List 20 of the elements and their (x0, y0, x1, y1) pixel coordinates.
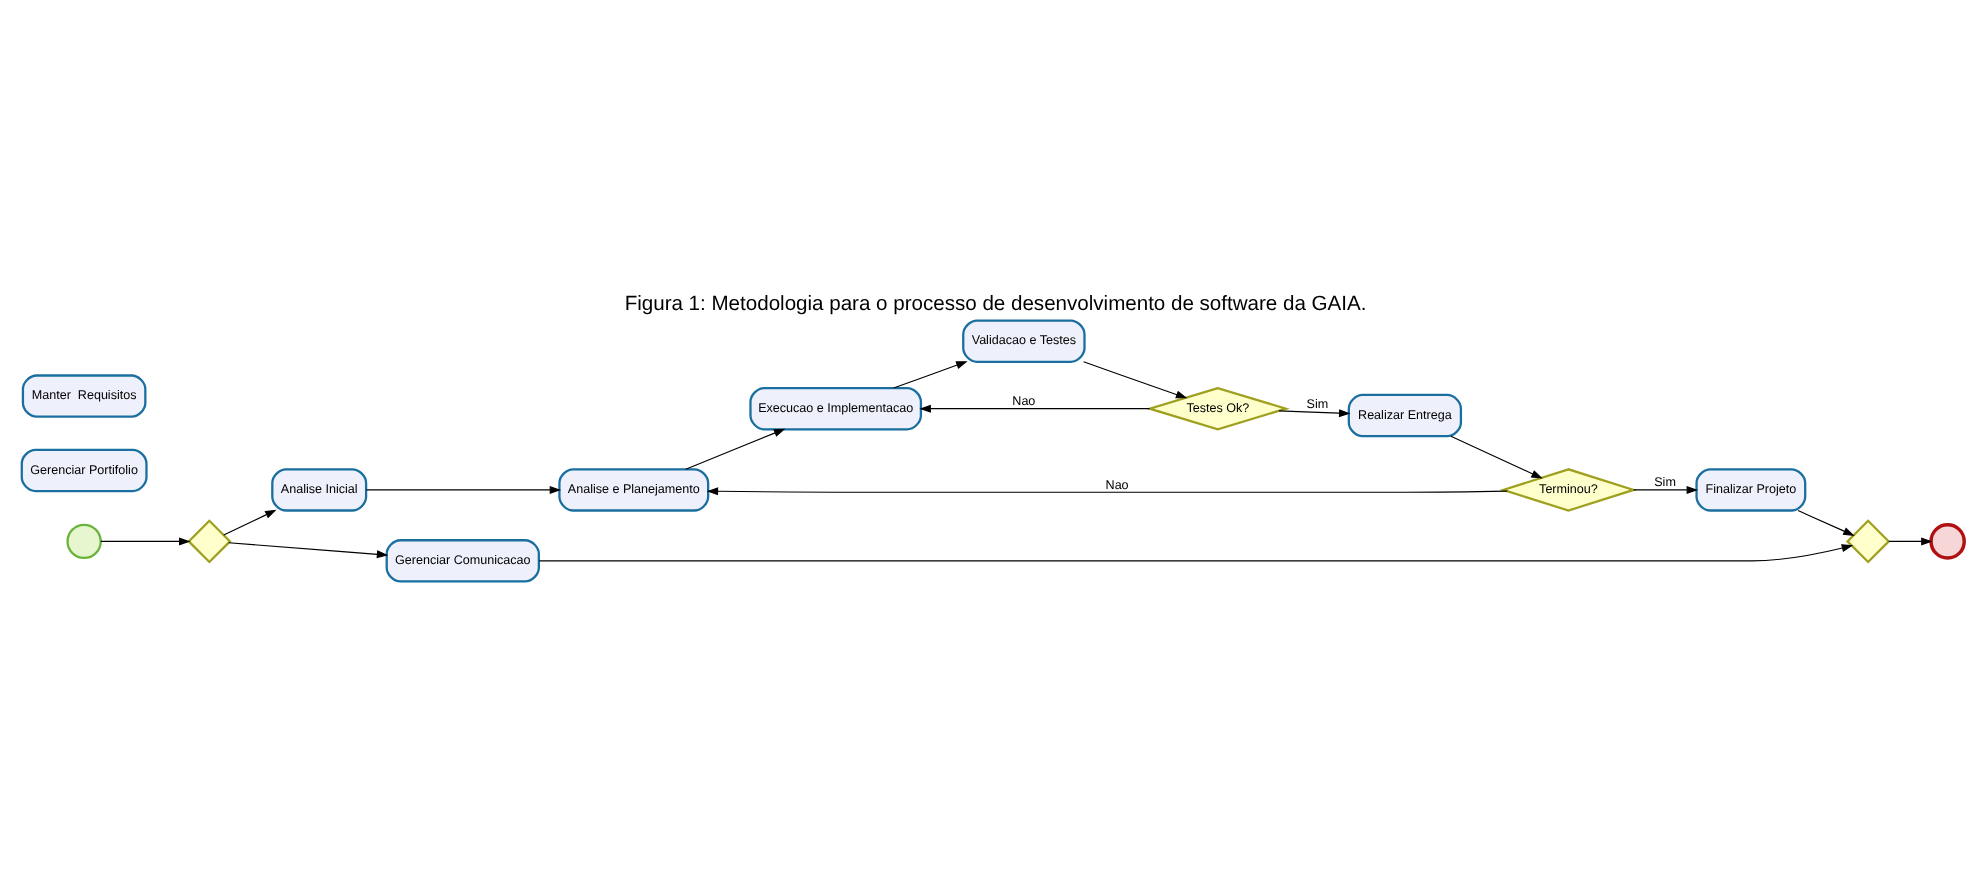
arrow (223, 509, 277, 536)
arrow (893, 361, 968, 389)
arrow (538, 544, 1854, 562)
arrow (1278, 409, 1351, 418)
node-diamond (1845, 519, 1891, 564)
arrow (1083, 361, 1188, 399)
node-circle (1929, 523, 1966, 560)
arrow (228, 542, 389, 559)
diagram-title: Figura 1: Metodologia para o processo de desenvolvimento de software da GAIA. (624, 293, 1367, 316)
arrow (365, 485, 562, 494)
node-circle (66, 523, 102, 560)
arrow (100, 537, 191, 546)
arrow (1450, 435, 1543, 479)
arrow (1633, 485, 1699, 494)
arrow (1888, 537, 1933, 546)
arrow (706, 487, 1508, 496)
arrow (685, 428, 786, 470)
node-diamond (187, 519, 232, 564)
arrow (1797, 510, 1855, 536)
arrow (919, 404, 1151, 413)
